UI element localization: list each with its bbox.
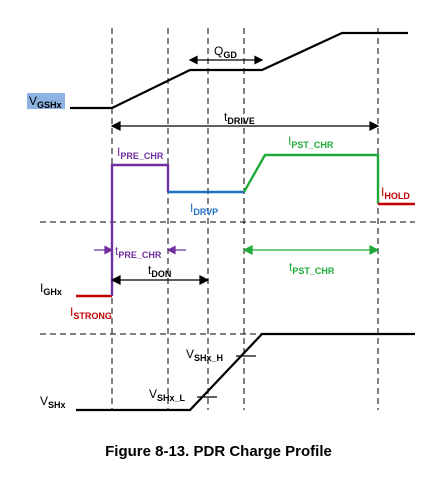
ihold-label: IHOLD	[381, 185, 410, 201]
tdon-arrow	[110, 275, 210, 285]
tpre-chr-arrows	[94, 245, 186, 255]
vgshx-label: VGSHx	[29, 94, 62, 110]
tpst-chr-arrow	[242, 245, 380, 255]
tpst-chr-label: tPST_CHR	[289, 260, 335, 276]
vshx-l-label: VSHx_L	[149, 387, 186, 403]
qgd-arrow	[188, 55, 264, 65]
ipst-chr-label: IPST_CHR	[288, 134, 334, 150]
tpre-chr-label: tPRE_CHR	[115, 244, 162, 260]
tdon-label: tDON	[148, 263, 171, 279]
figure-caption: Figure 8-13. PDR Charge Profile	[105, 443, 332, 460]
tdrive-arrow	[110, 121, 380, 131]
ipst-chr-segment	[242, 153, 380, 204]
istrong-label: ISTRONG	[70, 305, 112, 321]
vshx-waveform	[76, 332, 415, 412]
vshx-h-label: VSHx_H	[186, 347, 223, 363]
vshx-label: VSHx	[40, 394, 66, 410]
vgshx-highlight	[27, 93, 65, 109]
ipre-chr-segment	[110, 163, 170, 296]
ighx-label: IGHx	[40, 281, 62, 297]
qgd-label: QGD	[214, 44, 237, 60]
tdrive-label: tDRIVE	[224, 110, 255, 126]
ipre-chr-label: IPRE_CHR	[117, 145, 164, 161]
vgshx-waveform	[70, 31, 408, 110]
idrvp-label: IDRVP	[190, 201, 218, 217]
